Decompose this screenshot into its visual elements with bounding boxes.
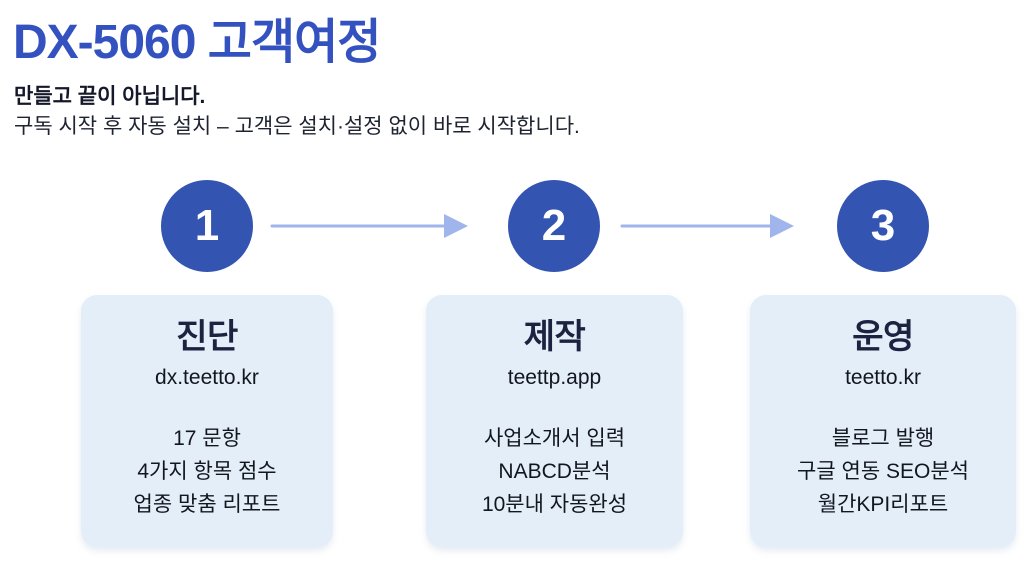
step-2-title: 제작: [523, 318, 586, 356]
step-2-items: 사업소개서 입력 NABCD분석 10분내 자동완성: [426, 422, 683, 521]
list-item: 10분내 자동완성: [481, 493, 628, 516]
step-1-card: 진단 dx.teetto.kr 17 문항 4가지 항목 점수 업종 맞춤 리포…: [81, 295, 333, 547]
list-item: 구글 연동 SEO분석: [797, 460, 969, 483]
step-1-title: 진단: [176, 318, 238, 356]
list-item: 월간KPI리포트: [817, 493, 949, 516]
list-item: NABCD분석: [498, 460, 611, 483]
step-3-card: 운영 teetto.kr 블로그 발행 구글 연동 SEO분석 월간KPI리포트: [750, 295, 1016, 547]
step-3-items: 블로그 발행 구글 연동 SEO분석 월간KPI리포트: [750, 422, 1016, 521]
step-1-items: 17 문항 4가지 항목 점수 업종 맞춤 리포트: [81, 422, 333, 521]
step-1-number: 1: [194, 201, 220, 250]
step-2-number: 2: [541, 201, 567, 250]
step-3-circle: 3: [837, 180, 929, 272]
step-3-number: 3: [870, 201, 896, 250]
list-item: 블로그 발행: [831, 427, 935, 450]
page-title: DX-5060 고객여정: [13, 16, 381, 69]
step-2-url: teettp.app: [507, 366, 602, 389]
step-3-url: teetto.kr: [845, 366, 921, 389]
step-1-circle: 1: [161, 180, 253, 272]
step-1-url: dx.teetto.kr: [155, 366, 259, 389]
list-item: 4가지 항목 점수: [137, 460, 277, 483]
subtitle-regular: 구독 시작 후 자동 설치 – 고객은 설치·설정 없이 바로 시작합니다.: [14, 115, 580, 138]
step-2-card: 제작 teettp.app 사업소개서 입력 NABCD분석 10분내 자동완성: [426, 295, 683, 547]
list-item: 17 문항: [173, 427, 241, 450]
subtitle-bold: 만들고 끝이 아닙니다.: [14, 85, 206, 108]
list-item: 사업소개서 입력: [483, 427, 626, 450]
step-3-title: 운영: [852, 318, 914, 356]
list-item: 업종 맞춤 리포트: [133, 493, 281, 516]
step-2-circle: 2: [508, 180, 600, 272]
